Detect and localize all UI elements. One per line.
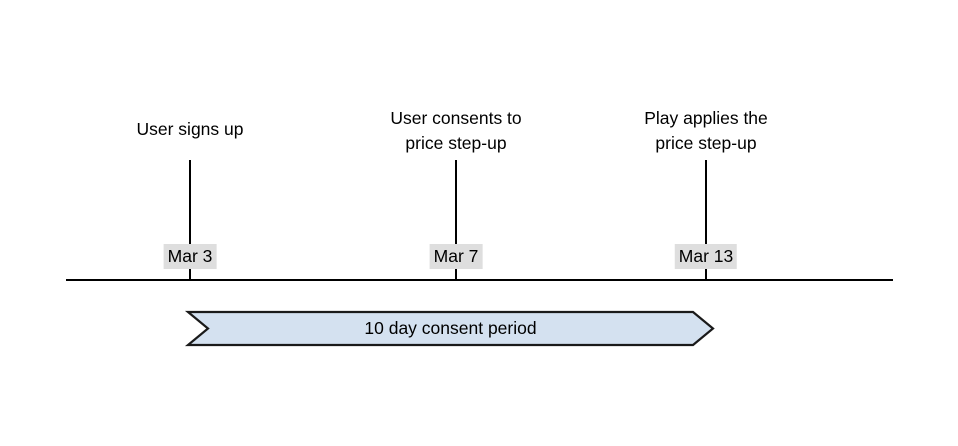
consent-period-banner-shape xyxy=(184,310,715,347)
event-label-apply: Play applies the price step-up xyxy=(644,108,768,153)
event-date-consent: Mar 7 xyxy=(429,244,483,269)
consent-period-banner: 10 day consent period xyxy=(184,310,715,347)
event-stem-consent xyxy=(455,160,457,280)
event-stem-signup xyxy=(189,160,191,280)
timeline-axis xyxy=(66,279,893,281)
event-date-signup: Mar 3 xyxy=(163,244,217,269)
event-stem-apply xyxy=(705,160,707,280)
event-label-consent: User consents to price step-up xyxy=(390,108,522,153)
event-date-apply: Mar 13 xyxy=(674,244,738,269)
event-label-signup: User signs up xyxy=(136,119,244,139)
